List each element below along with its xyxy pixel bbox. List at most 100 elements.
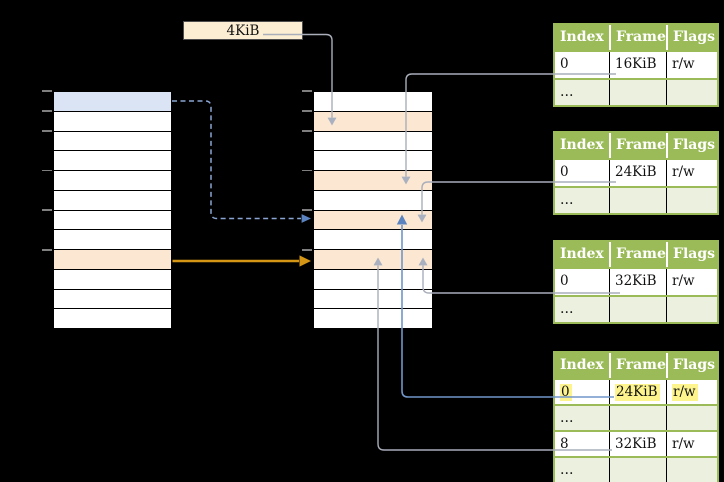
pt-cell: 32KiB: [609, 432, 666, 456]
page-table-header: Index Frame Flags: [555, 133, 717, 158]
memory-row: [54, 249, 171, 269]
memory-row: [314, 249, 432, 269]
pt-cell: 24KiB: [609, 160, 666, 186]
arrowhead-right-icon: [301, 214, 311, 223]
memory-column-middle: [313, 91, 433, 329]
memory-row: [54, 130, 171, 151]
memory-row: [54, 288, 171, 309]
page-table-row: 0 24KiB r/w: [555, 158, 717, 186]
pt-cell: 0: [555, 380, 609, 404]
memory-row: [54, 268, 171, 289]
page-table-row: …: [555, 404, 717, 430]
pt-cell: 0: [560, 164, 569, 180]
memory-row: [314, 268, 432, 289]
pt-cell: 0: [560, 273, 569, 289]
memory-row: [54, 308, 171, 328]
pt-cell: r/w: [666, 160, 717, 186]
pt-header-cell: Frame: [609, 242, 666, 267]
page-table-header: Index Frame Flags: [555, 25, 717, 50]
connector-virtual-to-frame-dashed: [172, 100, 301, 220]
memory-row: [54, 229, 171, 249]
memory-tick: [42, 110, 52, 112]
pt-header-cell: Flags: [666, 353, 717, 378]
page-table-header: Index Frame Flags: [555, 353, 717, 378]
pt-cell: …: [560, 300, 574, 317]
size-label-text: 4KiB: [226, 22, 260, 39]
pt-cell: r/w: [666, 432, 717, 456]
memory-row: [314, 150, 432, 170]
pt-header-cell: Frame: [609, 353, 666, 378]
memory-tick: [302, 209, 312, 211]
pt-cell: [666, 187, 717, 213]
page-table-24kib: Index Frame Flags 0 24KiB r/w …: [553, 131, 719, 215]
memory-row: [314, 229, 432, 249]
memory-row: [54, 189, 171, 210]
page-table-row: 0 32KiB r/w: [555, 267, 717, 295]
memory-row: [314, 209, 432, 230]
highlighted-value: 24KiB: [615, 384, 660, 401]
pt-cell: 24KiB: [609, 380, 666, 404]
pt-cell: [666, 296, 717, 322]
memory-row: [314, 110, 432, 131]
memory-tick: [42, 169, 52, 172]
memory-row: [314, 170, 432, 190]
pt-header-cell: Index: [560, 357, 604, 373]
pt-cell: [609, 458, 666, 482]
pt-cell: 8: [560, 436, 569, 452]
memory-row: [54, 209, 171, 230]
pt-header-cell: Index: [560, 137, 604, 153]
pt-header-cell: Flags: [666, 133, 717, 158]
page-table-row: …: [555, 294, 717, 322]
pt-cell: r/w: [666, 380, 717, 404]
pt-cell: …: [560, 462, 574, 478]
memory-row: [314, 189, 432, 210]
page-table-level1: Index Frame Flags 0 24KiB r/w … 8 32KiB …: [553, 351, 719, 482]
pt-cell: 32KiB: [609, 269, 666, 295]
page-table-row: …: [555, 185, 717, 213]
pt-cell: …: [560, 410, 574, 426]
pt-cell: r/w: [666, 52, 717, 78]
size-label-4kib: 4KiB: [183, 21, 303, 40]
pt-cell: …: [560, 191, 574, 208]
page-table-row: 8 32KiB r/w: [555, 430, 717, 456]
page-table-row-highlighted: 0 24KiB r/w: [555, 378, 717, 404]
pt-cell: …: [560, 83, 574, 100]
memory-row: [54, 170, 171, 190]
pt-header-cell: Frame: [609, 133, 666, 158]
memory-tick: [42, 249, 52, 251]
pt-cell: [609, 79, 666, 105]
memory-tick: [302, 110, 312, 112]
arrowhead-right-icon: [299, 255, 311, 267]
memory-tick: [302, 169, 312, 172]
pt-cell: 0: [560, 56, 569, 72]
memory-tick: [42, 90, 52, 92]
pt-cell: r/w: [666, 269, 717, 295]
memory-tick: [42, 209, 52, 211]
page-table-row: …: [555, 456, 717, 482]
memory-row: [314, 92, 432, 111]
pt-header-cell: Flags: [666, 25, 717, 50]
pt-cell: [666, 458, 717, 482]
pt-cell: [666, 406, 717, 430]
memory-row: [314, 288, 432, 309]
memory-tick: [302, 130, 312, 132]
memory-row: [314, 130, 432, 151]
pt-header-cell: Index: [560, 29, 604, 45]
highlighted-value: r/w: [672, 384, 698, 401]
pt-header-cell: Index: [560, 246, 604, 262]
page-table-16kib: Index Frame Flags 0 16KiB r/w …: [553, 23, 719, 107]
highlighted-value: 0: [560, 384, 572, 401]
pt-cell: 16KiB: [609, 52, 666, 78]
page-table-32kib: Index Frame Flags 0 32KiB r/w …: [553, 240, 719, 324]
page-table-header: Index Frame Flags: [555, 242, 717, 267]
pt-cell: [609, 187, 666, 213]
pt-header-cell: Frame: [609, 25, 666, 50]
memory-row: [54, 110, 171, 131]
page-table-row: 0 16KiB r/w: [555, 50, 717, 78]
memory-row: [314, 308, 432, 328]
pt-header-cell: Flags: [666, 242, 717, 267]
memory-row: [54, 92, 171, 111]
memory-tick: [42, 130, 52, 132]
pt-cell: [666, 79, 717, 105]
